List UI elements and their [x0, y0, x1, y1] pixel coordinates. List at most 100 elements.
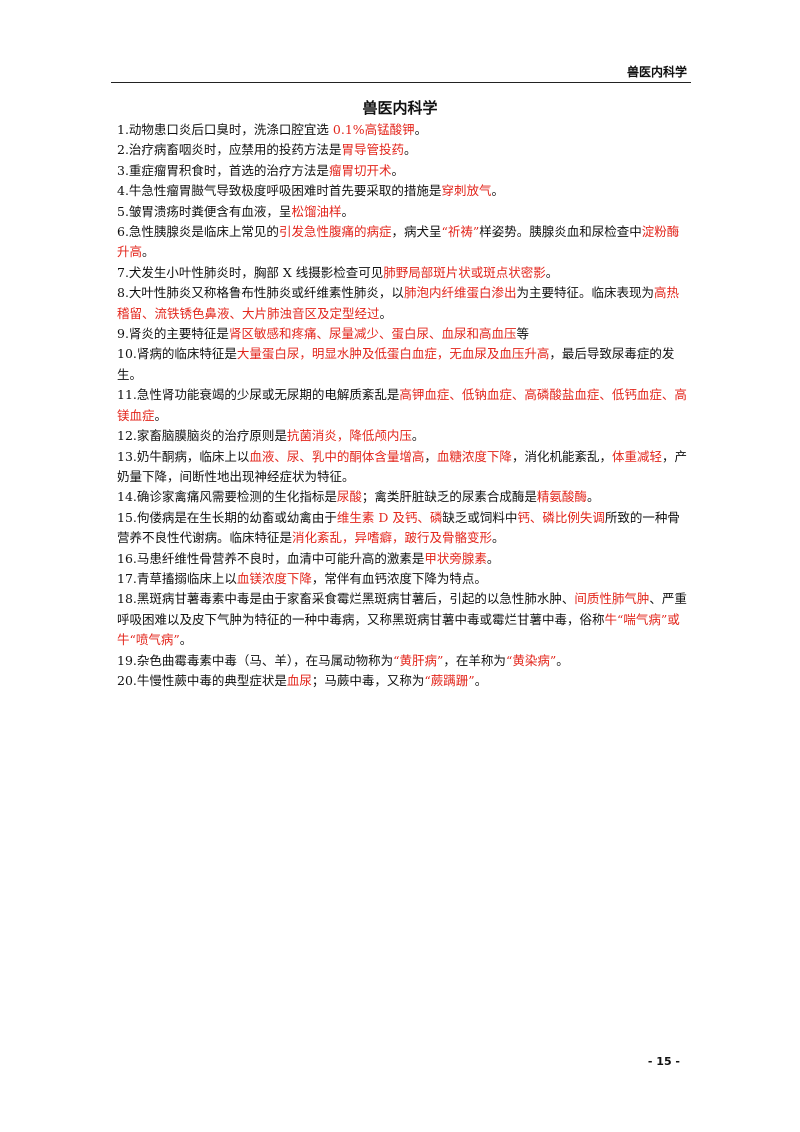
item-text: 18.黑斑病甘薯毒素中毒是由于家畜采食霉烂黑斑病甘薯后，引起的以急性肺水肿、: [117, 591, 575, 607]
item-text: 1.动物患口炎后口臭时，洗涤口腔宜选: [117, 122, 333, 137]
page-title: 兽医内科学: [362, 99, 438, 117]
item-text: 14.确诊家禽痛风需要检测的生化指标是: [117, 489, 337, 505]
highlighted-answer: 体重减轻: [611, 448, 662, 464]
item-text: 3.重症瘤胃积食时，首选的治疗方法是: [117, 162, 329, 178]
item-text: 。: [545, 264, 559, 280]
highlighted-answer: “蕨蹒跚”: [424, 672, 475, 688]
item-text: 12.家畜脑膜脑炎的治疗原则是: [117, 428, 287, 444]
item-text: 。: [379, 305, 393, 321]
item-text: 。: [486, 550, 500, 566]
list-item: 6.急性胰腺炎是临床上常见的引发急性腹痛的病症，病犬呈“祈祷”样姿势。胰腺炎血和…: [117, 222, 687, 263]
list-item: 12.家畜脑膜脑炎的治疗原则是抗菌消炎，降低颅内压。: [117, 426, 687, 446]
page-number: - 15 -: [647, 1055, 680, 1068]
highlighted-answer: 钙、磷比例失调: [517, 509, 605, 525]
highlighted-answer: 肺泡内纤维蛋白渗出: [403, 285, 517, 301]
item-text: 。: [341, 203, 354, 219]
highlighted-answer: 松馏油样: [291, 203, 342, 219]
item-text: 19.杂色曲霉毒素中毒（马、羊），在马属动物称为: [117, 652, 394, 668]
item-text: ，产奶量下降，间断性地出现神经症状为特征。: [117, 448, 687, 484]
item-text: 。: [491, 183, 504, 199]
highlighted-answer: 肾区敏感和疼痛、尿量减少、蛋白尿、血尿和高血压: [228, 326, 517, 342]
item-text: 15.佝偻病是在生长期的幼畜或幼禽由于: [117, 509, 337, 525]
highlighted-answer: 血尿: [286, 672, 312, 688]
running-header-title: 兽医内科学: [626, 65, 687, 79]
highlighted-answer: 血镁浓度下降: [236, 570, 312, 586]
item-text: 。: [154, 407, 168, 423]
highlighted-answer: 间质性肺气肿: [574, 591, 650, 607]
list-item: 13.奶牛酮病，临床上以血液、尿、乳中的酮体含量增高，血糖浓度下降，消化机能紊乱…: [117, 447, 687, 488]
item-text: 2.治疗病畜咽炎时，应禁用的投药方法是: [117, 142, 342, 158]
item-text: 所致的一种骨营养不良性代谢病。临床特征是: [117, 509, 680, 546]
highlighted-answer: 引发急性腹痛的病症: [278, 224, 392, 240]
list-item: 7.犬发生小叶性肺炎时，胸部 X 线摄影检查可见肺野局部斑片状或斑点状密影。: [117, 263, 687, 283]
list-item: 4.牛急性瘤胃臌气导致极度呼吸困难时首先要采取的措施是穿刺放气。: [117, 181, 687, 201]
list-item: 11.急性肾功能衰竭的少尿或无尿期的电解质紊乱是高钾血症、低钠血症、高磷酸盐血症…: [117, 385, 687, 426]
item-text: ，消化机能紊乱，: [511, 448, 612, 464]
item-text: ；禽类肝脏缺乏的尿素合成酶是: [361, 489, 537, 505]
item-text: 8.大叶性肺炎又称格鲁布性肺炎或纤维素性肺炎，以: [117, 285, 404, 301]
item-text: 13.奶牛酮病，临床上以: [117, 448, 250, 464]
item-text: 11.急性肾功能衰竭的少尿或无尿期的电解质紊乱是: [117, 387, 400, 403]
highlighted-answer: 0.1%高锰酸钾: [332, 122, 415, 137]
highlighted-answer: 维生素 D 及钙、磷: [336, 509, 443, 525]
question-list: 1.动物患口炎后口臭时，洗涤口腔宜选 0.1%高锰酸钾。2.治疗病畜咽炎时，应禁…: [117, 120, 687, 691]
item-text: 。: [556, 652, 569, 668]
highlighted-answer: 瘤胃切开术: [328, 162, 392, 178]
item-text: 。: [492, 530, 505, 546]
list-item: 2.治疗病畜咽炎时，应禁用的投药方法是胃导管投药。: [117, 140, 687, 160]
item-text: 16.马患纤维性骨营养不良时，血清中可能升高的激素是: [117, 550, 425, 566]
list-item: 14.确诊家禽痛风需要检测的生化指标是尿酸；禽类肝脏缺乏的尿素合成酶是精氨酸酶。: [117, 487, 687, 507]
item-text: ，最后导致尿毒症的发生。: [117, 346, 675, 382]
list-item: 5.皱胃溃疡时粪便含有血液，呈松馏油样。: [117, 202, 687, 222]
list-item: 1.动物患口炎后口臭时，洗涤口腔宜选 0.1%高锰酸钾。: [117, 120, 687, 140]
item-text: 缺乏或饲料中: [442, 509, 518, 525]
highlighted-answer: 甲状旁腺素: [424, 550, 487, 566]
list-item: 10.肾病的临床特征是大量蛋白尿，明显水肿及低蛋白血症，无血尿及血压升高，最后导…: [117, 344, 687, 385]
item-text: 20.牛慢性蕨中毒的典型症状是: [117, 672, 287, 688]
list-item: 20.牛慢性蕨中毒的典型症状是血尿；马蕨中毒，又称为“蕨蹒跚”。: [117, 671, 687, 691]
highlighted-answer: “祈祷”: [441, 224, 480, 240]
highlighted-answer: 消化紊乱，异嗜癖，跛行及骨骼变形: [292, 530, 493, 546]
list-item: 16.马患纤维性骨营养不良时，血清中可能升高的激素是甲状旁腺素。: [117, 549, 687, 569]
highlighted-answer: 高钾血症、低钠血症、高磷酸盐血症、低钙血症、高镁血症: [117, 387, 687, 423]
item-text: ，常伴有血钙浓度下降为特点。: [311, 570, 487, 586]
highlighted-answer: “黄染病”: [505, 652, 557, 668]
item-text: 、严重呼吸困难以及皮下气肿为特征的一种中毒病，又称黑斑病甘薯中毒或霉烂甘薯中毒，…: [117, 591, 687, 627]
highlighted-answer: 胃导管投药: [341, 142, 404, 158]
highlighted-answer: 精氨酸酶: [536, 489, 587, 505]
highlighted-answer: 血糖浓度下降: [436, 448, 512, 464]
item-text: 9.肾炎的主要特征是: [117, 326, 229, 342]
item-text: 10.肾病的临床特征是: [117, 346, 237, 362]
item-text: 17.青草搐搦临床上以: [117, 570, 237, 586]
highlighted-answer: 高热稽留、流铁锈色鼻液、大片肺浊音区及定型经过: [117, 285, 679, 321]
highlighted-answer: 肺野局部斑片状或斑点状密影: [383, 264, 546, 280]
item-text: ，: [424, 448, 437, 464]
item-text: 6.急性胰腺炎是临床上常见的: [117, 224, 279, 240]
item-text: 。: [414, 122, 428, 137]
item-text: 4.牛急性瘤胃臌气导致极度呼吸困难时首先要采取的措施是: [117, 183, 442, 199]
list-item: 8.大叶性肺炎又称格鲁布性肺炎或纤维素性肺炎，以肺泡内纤维蛋白渗出为主要特征。临…: [117, 283, 687, 324]
item-text: 。: [142, 244, 155, 260]
highlighted-answer: 穿刺放气: [441, 183, 492, 199]
item-text: 。: [391, 162, 404, 178]
item-text: ，病犬呈: [391, 224, 442, 240]
item-text: 。: [411, 428, 425, 444]
item-text: 。: [179, 632, 193, 648]
list-item: 18.黑斑病甘薯毒素中毒是由于家畜采食霉烂黑斑病甘薯后，引起的以急性肺水肿、间质…: [117, 589, 687, 650]
highlighted-answer: 抗菌消炎，降低颅内压: [286, 428, 412, 444]
highlighted-answer: “黄肝病”: [393, 652, 444, 668]
item-text: 。: [586, 489, 600, 505]
highlighted-answer: 大量蛋白尿，明显水肿及低蛋白血症，无血尿及血压升高: [236, 346, 550, 362]
list-item: 19.杂色曲霉毒素中毒（马、羊），在马属动物称为“黄肝病”，在羊称为“黄染病”。: [117, 651, 687, 671]
highlighted-answer: 尿酸: [336, 489, 362, 505]
item-text: 样姿势。胰腺炎血和尿检查中: [479, 224, 642, 240]
item-text: 。: [403, 142, 417, 158]
highlighted-answer: 牛“喘气病”或牛“喷气病”: [117, 611, 680, 648]
list-item: 17.青草搐搦临床上以血镁浓度下降，常伴有血钙浓度下降为特点。: [117, 569, 687, 589]
item-text: 。: [474, 672, 488, 688]
highlighted-answer: 血液、尿、乳中的酮体含量增高: [249, 448, 425, 464]
item-text: 5.皱胃溃疡时粪便含有血液，呈: [117, 203, 292, 219]
list-item: 3.重症瘤胃积食时，首选的治疗方法是瘤胃切开术。: [117, 161, 687, 181]
item-text: 7.犬发生小叶性肺炎时，胸部 X 线摄影检查可见: [117, 264, 384, 280]
item-text: 为主要特征。临床表现为: [516, 285, 654, 301]
